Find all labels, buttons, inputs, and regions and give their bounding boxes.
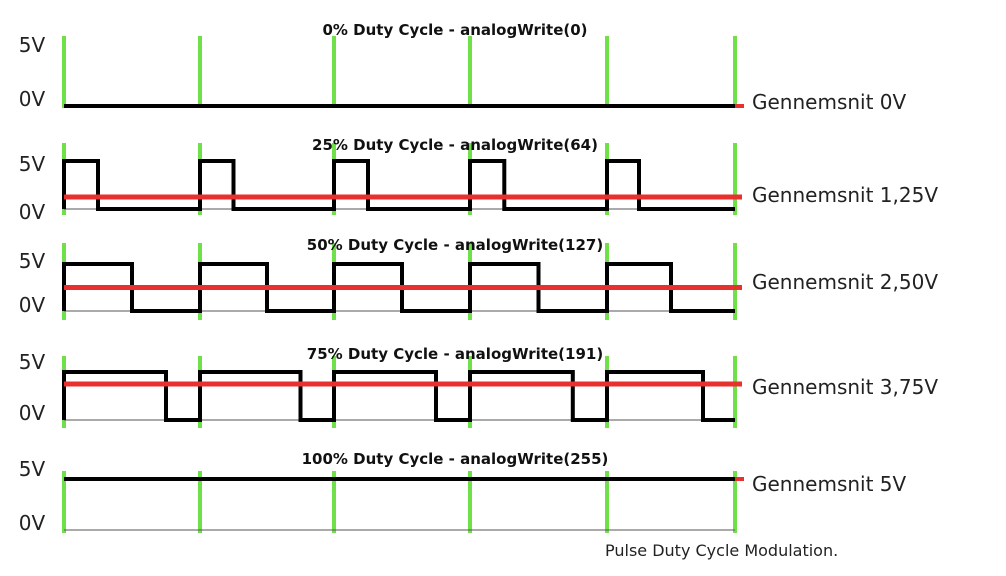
average-label: Gennemsnit 2,50V bbox=[752, 270, 938, 294]
panel-title: 100% Duty Cycle - analogWrite(255) bbox=[302, 450, 609, 468]
voltage-label-high: 5V bbox=[19, 350, 46, 374]
panel-title: 0% Duty Cycle - analogWrite(0) bbox=[322, 21, 587, 39]
voltage-label-low: 0V bbox=[19, 200, 46, 224]
voltage-label-low: 0V bbox=[19, 401, 46, 425]
average-label: Gennemsnit 0V bbox=[752, 90, 907, 114]
diagram-caption: Pulse Duty Cycle Modulation. bbox=[605, 541, 839, 560]
duty-panel-4: 100% Duty Cycle - analogWrite(255) 5V 0V Ge… bbox=[19, 450, 907, 535]
voltage-label-low: 0V bbox=[19, 511, 46, 535]
duty-panel-2: 50% Duty Cycle - analogWrite(127) 5V 0V Gen… bbox=[19, 236, 938, 320]
duty-panel-3: 75% Duty Cycle - analogWrite(191) 5V 0V Gen… bbox=[19, 345, 938, 428]
voltage-label-high: 5V bbox=[19, 152, 46, 176]
average-label: Gennemsnit 1,25V bbox=[752, 183, 938, 207]
panel-title: 25% Duty Cycle - analogWrite(64) bbox=[312, 136, 598, 154]
duty-panel-1: 25% Duty Cycle - analogWrite(64) 5V 0V Genn… bbox=[19, 136, 939, 224]
pwm-waveform bbox=[62, 262, 735, 313]
panel-title: 50% Duty Cycle - analogWrite(127) bbox=[307, 236, 603, 254]
voltage-label-low: 0V bbox=[19, 293, 46, 317]
pwm-diagram-canvas: 0% Duty Cycle - analogWrite(0) 5V 0V Gennem… bbox=[19, 21, 939, 535]
average-label: Gennemsnit 3,75V bbox=[752, 375, 938, 399]
voltage-label-high: 5V bbox=[19, 33, 46, 57]
panel-title: 75% Duty Cycle - analogWrite(191) bbox=[307, 345, 603, 363]
voltage-label-high: 5V bbox=[19, 457, 46, 481]
pwm-waveform bbox=[62, 370, 735, 422]
pwm-waveform bbox=[62, 159, 735, 211]
duty-panel-0: 0% Duty Cycle - analogWrite(0) 5V 0V Gennem… bbox=[19, 21, 907, 114]
voltage-label-high: 5V bbox=[19, 249, 46, 273]
voltage-label-low: 0V bbox=[19, 87, 46, 111]
average-label: Gennemsnit 5V bbox=[752, 472, 907, 496]
